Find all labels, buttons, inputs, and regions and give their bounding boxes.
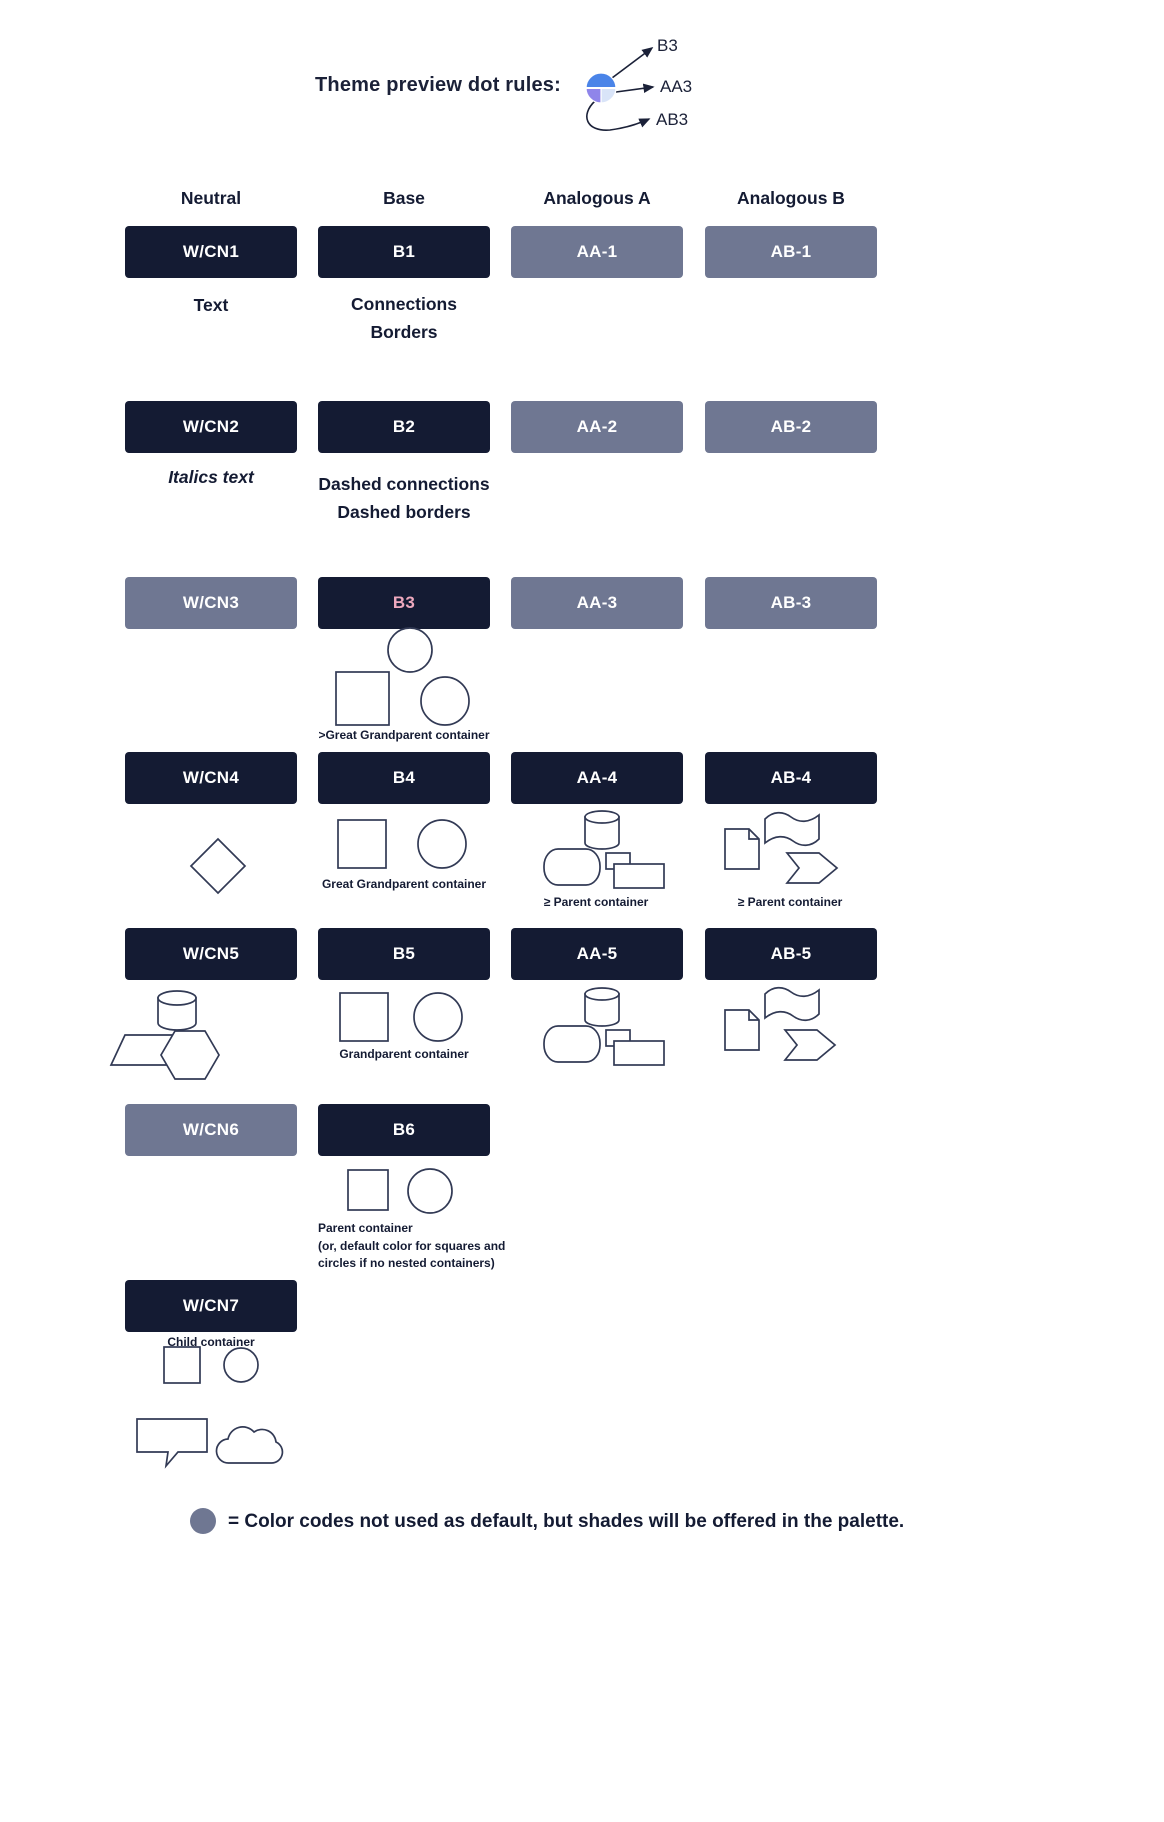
arrow-to-b3 [611,47,654,79]
cloud-shape [215,1426,284,1464]
swatch-b6[interactable]: B6 [318,1104,490,1156]
arrow-to-ab3 [586,100,651,131]
cn7-extra-shapes-icon [136,1418,284,1469]
column-header-base: Base [383,188,425,208]
cylinder-body-shape [157,997,197,1031]
swatch-wcn2[interactable]: W/CN2 [125,401,297,453]
swatch-aa3[interactable]: AA-3 [511,577,683,629]
great-grandparent-shapes-icon [335,627,470,726]
swatch-wcn1[interactable]: W/CN1 [125,226,297,278]
caption-aa4: ≥ Parent container [543,895,649,909]
column-header-neutral: Neutral [180,188,242,208]
note-italics-text: Italics text [168,467,254,487]
chevron-shape [785,852,839,884]
chevron-shape [783,1029,837,1061]
theme-preview-dot-icon [585,72,617,104]
note-borders: Borders [370,322,438,342]
swatch-ab3[interactable]: AB-3 [705,577,877,629]
swatch-wcn6[interactable]: W/CN6 [125,1104,297,1156]
cylinder-body-shape [584,816,620,850]
square-shape [347,1169,389,1211]
square-shape [337,819,387,869]
caption-ab4: ≥ Parent container [737,895,843,909]
caption-b5: Grandparent container [339,1047,469,1061]
legend-text: = Color codes not used as default, but s… [228,1511,905,1532]
aa5-shapes-icon [543,987,665,1066]
swatch-ab2[interactable]: AB-2 [705,401,877,453]
note-dashed-connections: Dashed connections [318,474,490,494]
tape-shape [764,811,820,847]
theme-dot-arrows [585,47,655,131]
document-shape [724,828,760,870]
circle-shape [223,1347,259,1383]
cylinder-top-shape [584,810,620,824]
circle-shape [417,819,467,869]
aa4-shapes-icon [543,810,665,889]
swatch-aa1[interactable]: AA-1 [511,226,683,278]
caption-b3: >Great Grandparent container [318,728,490,742]
b4-shapes-icon [337,819,467,869]
dot-label-b3: B3 [657,36,678,55]
cylinder-top-shape [157,990,197,1006]
b6-shapes-icon [347,1168,453,1214]
card-shape [613,1040,665,1066]
swatch-b4[interactable]: B4 [318,752,490,804]
head-circle-shape [387,627,433,673]
swatch-b1[interactable]: B1 [318,226,490,278]
column-header-analogous-b: Analogous B [737,188,845,208]
ab5-shapes-icon [724,986,837,1061]
square-shape [339,992,389,1042]
document-shape [724,1009,760,1051]
circle-shape [420,676,470,726]
wcn5-shapes-icon [109,990,220,1080]
caption-cn7: Child container [167,1335,255,1349]
note-connections: Connections [351,294,457,314]
speech-bubble-shape [136,1418,208,1469]
swatch-b5[interactable]: B5 [318,928,490,980]
legend-dot-icon [190,1508,216,1534]
caption-b4: Great Grandparent container [321,877,487,891]
swatch-aa5[interactable]: AA-5 [511,928,683,980]
capsule-shape [543,1025,601,1063]
cylinder-top-shape [584,987,620,1001]
circle-shape [413,992,463,1042]
swatch-b2[interactable]: B2 [318,401,490,453]
arrow-to-aa3 [615,83,655,94]
cn7-shapes-icon [163,1346,259,1384]
square-shape [163,1346,201,1384]
circle-shape [407,1168,453,1214]
card-shape [613,863,665,889]
tape-shape [764,986,820,1022]
swatch-wcn7[interactable]: W/CN7 [125,1280,297,1332]
swatch-aa4[interactable]: AA-4 [511,752,683,804]
swatch-ab4[interactable]: AB-4 [705,752,877,804]
swatch-ab5[interactable]: AB-5 [705,928,877,980]
dot-label-aa3: AA3 [660,77,693,96]
ab4-shapes-icon [724,811,839,884]
document-fold [748,829,759,840]
document-fold [748,1010,759,1021]
swatch-b3[interactable]: B3 [318,577,490,629]
note-dashed-borders: Dashed borders [337,502,471,522]
caption-b6-note: (or, default color for squares and circl… [318,1239,506,1270]
swatch-wcn3[interactable]: W/CN3 [125,577,297,629]
swatch-aa2[interactable]: AA-2 [511,401,683,453]
cylinder-body-shape [584,993,620,1027]
note-text: Text [193,295,229,315]
b5-shapes-icon [339,992,463,1042]
swatch-wcn5[interactable]: W/CN5 [125,928,297,980]
square-shape [335,671,390,726]
column-header-analogous-a: Analogous A [543,188,651,208]
dot-label-ab3: AB3 [656,110,689,129]
page-title: Theme preview dot rules: [315,74,561,96]
swatch-ab1[interactable]: AB-1 [705,226,877,278]
hexagon-shape [160,1030,220,1080]
swatch-wcn4[interactable]: W/CN4 [125,752,297,804]
capsule-shape [543,848,601,886]
diamond-shape-icon [189,837,247,895]
caption-b6: Parent container [318,1221,413,1235]
diamond-shape [189,837,247,895]
